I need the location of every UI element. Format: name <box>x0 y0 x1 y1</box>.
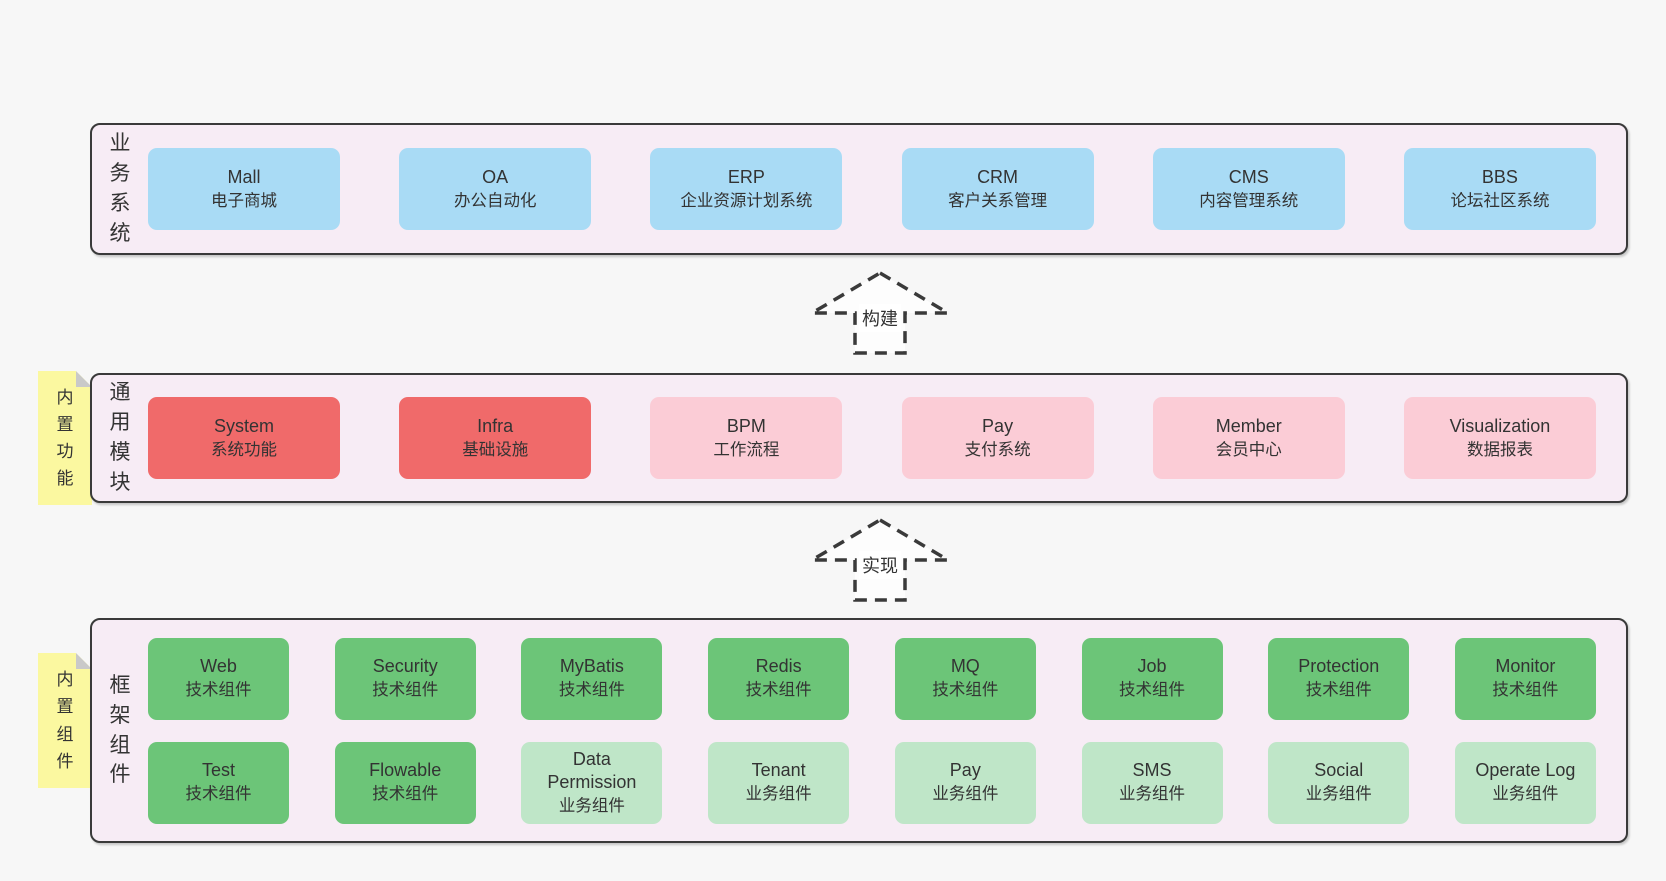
band-label-business: 业务系统 <box>92 125 148 253</box>
box-bbs: BBS 论坛社区系统 <box>1403 148 1596 230</box>
box-oa: OA 办公自动化 <box>399 148 592 230</box>
box-tenant: Tenant 业务组件 <box>708 741 850 824</box>
box-social: Social 业务组件 <box>1268 741 1410 824</box>
box-pay-component: Pay 业务组件 <box>894 741 1036 824</box>
box-bpm: BPM 工作流程 <box>650 397 843 479</box>
framework-row-2: Test 技术组件 Flowable 技术组件 Data Permission … <box>148 741 1596 824</box>
framework-boxes-grid: Web 技术组件 Security 技术组件 MyBatis 技术组件 Redi… <box>148 620 1626 841</box>
implement-arrow: 实现 <box>810 518 950 602</box>
box-cms: CMS 内容管理系统 <box>1152 148 1345 230</box>
box-data-permission: Data Permission 业务组件 <box>521 741 663 824</box>
sticky-note-text: 内置功能 <box>56 387 74 489</box>
box-crm: CRM 客户关系管理 <box>901 148 1094 230</box>
sticky-note-builtin-components: 内置组件 <box>38 653 92 788</box>
band-label-framework: 框架组件 <box>92 620 148 841</box>
common-modules-band: 通用模块 System 系统功能 Infra 基础设施 BPM 工作流程 Pay… <box>90 373 1628 503</box>
box-system: System 系统功能 <box>148 397 340 479</box>
box-monitor: Monitor 技术组件 <box>1454 637 1596 720</box>
box-erp: ERP 企业资源计划系统 <box>650 148 843 230</box>
box-sms: SMS 业务组件 <box>1081 741 1223 824</box>
box-operate-log: Operate Log 业务组件 <box>1454 741 1596 824</box>
box-redis: Redis 技术组件 <box>708 637 850 720</box>
framework-components-band: 框架组件 Web 技术组件 Security 技术组件 MyBatis 技术组件… <box>90 618 1628 843</box>
band-label-modules: 通用模块 <box>92 375 148 501</box>
box-member: Member 会员中心 <box>1152 397 1345 479</box>
box-security: Security 技术组件 <box>334 637 476 720</box>
framework-row-1: Web 技术组件 Security 技术组件 MyBatis 技术组件 Redi… <box>148 637 1596 720</box>
box-mall: Mall 电子商城 <box>148 148 340 230</box>
box-test: Test 技术组件 <box>148 741 289 824</box>
band-label-text: 通用模块 <box>109 381 131 494</box>
box-protection: Protection 技术组件 <box>1268 637 1410 720</box>
box-web: Web 技术组件 <box>148 637 289 720</box>
module-boxes-row: System 系统功能 Infra 基础设施 BPM 工作流程 Pay 支付系统… <box>148 375 1626 501</box>
business-boxes-row: Mall 电子商城 OA 办公自动化 ERP 企业资源计划系统 CRM 客户关系… <box>148 125 1626 253</box>
sticky-note-builtin-features: 内置功能 <box>38 371 92 505</box>
build-arrow: 构建 <box>810 271 950 355</box>
box-mybatis: MyBatis 技术组件 <box>521 637 663 720</box>
implement-arrow-label: 实现 <box>859 551 901 579</box>
box-infra: Infra 基础设施 <box>399 397 592 479</box>
box-visualization: Visualization 数据报表 <box>1403 397 1596 479</box>
box-job: Job 技术组件 <box>1081 637 1223 720</box>
band-label-text: 业务系统 <box>109 132 131 245</box>
box-flowable: Flowable 技术组件 <box>334 741 476 824</box>
business-systems-band: 业务系统 Mall 电子商城 OA 办公自动化 ERP 企业资源计划系统 CRM… <box>90 123 1628 255</box>
box-mq: MQ 技术组件 <box>894 637 1036 720</box>
box-pay-module: Pay 支付系统 <box>901 397 1094 479</box>
band-label-text: 框架组件 <box>109 673 131 787</box>
build-arrow-label: 构建 <box>859 304 901 332</box>
sticky-note-text: 内置组件 <box>56 670 74 771</box>
